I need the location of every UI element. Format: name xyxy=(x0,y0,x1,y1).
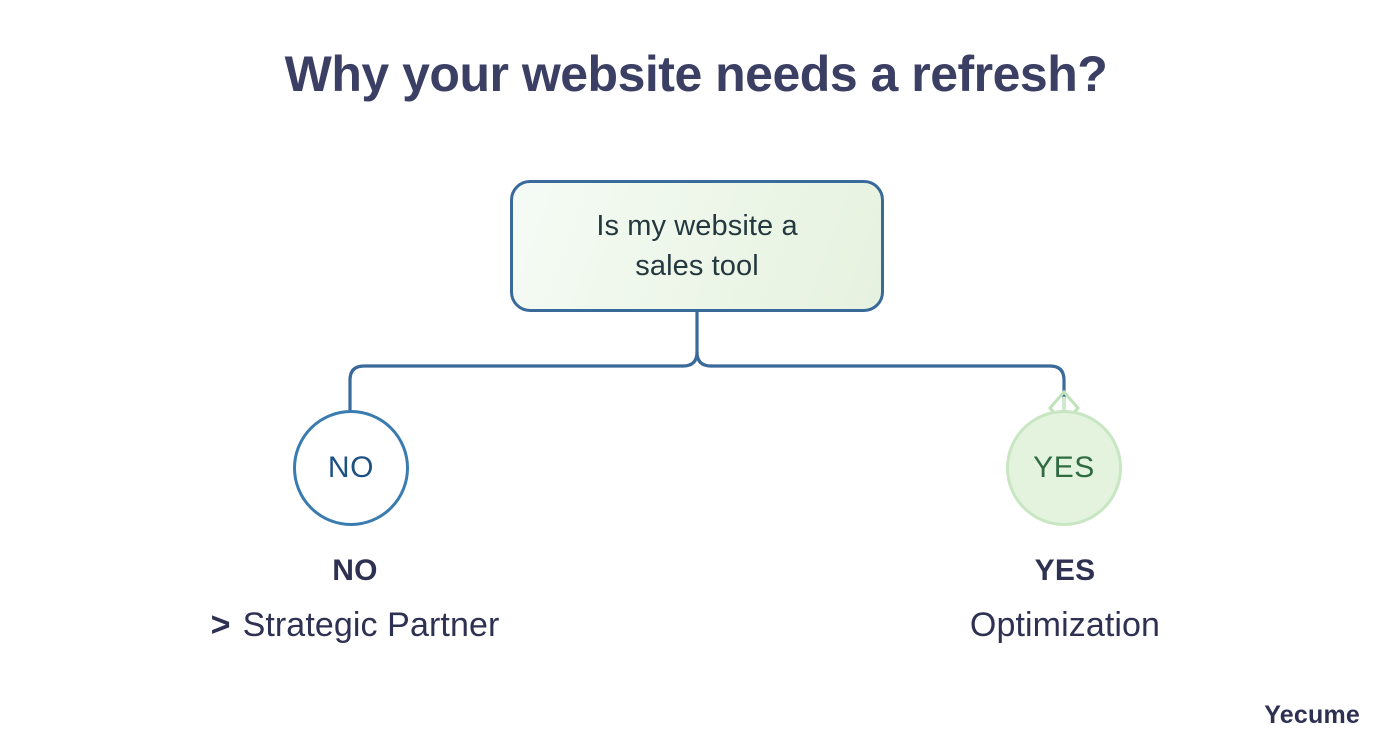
decision-node-label-line2: sales tool xyxy=(635,250,759,282)
branch-node-no[interactable]: NO xyxy=(293,410,409,526)
connector-to-yes xyxy=(709,364,1066,414)
connector-stem-left-curve xyxy=(681,350,699,368)
branch-caption-no-sub: > Strategic Partner xyxy=(140,605,570,646)
branch-caption-yes-sub-text: Optimization xyxy=(969,606,1161,644)
chevron-right-icon: > xyxy=(210,606,231,644)
branch-node-yes-label: YES xyxy=(1033,451,1095,484)
branch-caption-no-head: NO xyxy=(332,554,378,587)
decision-node-label: Is my website a sales tool xyxy=(578,206,815,286)
connector-stem-right-curve xyxy=(695,310,713,368)
branch-caption-yes-sub: Optimization xyxy=(850,605,1280,646)
branch-node-no-label: NO xyxy=(327,451,375,484)
decision-node-label-line1: Is my website a xyxy=(596,209,798,242)
connector-to-no xyxy=(348,364,685,412)
branch-caption-no-sub-text: Strategic Partner xyxy=(242,606,500,644)
page-title: Why your website needs a refresh? xyxy=(284,46,1108,102)
branch-caption-no: NO > Strategic Partner xyxy=(140,553,570,646)
branch-caption-yes: YES Optimization xyxy=(850,553,1280,646)
branch-caption-yes-head: YES xyxy=(1034,554,1096,587)
branch-node-yes[interactable]: YES xyxy=(1006,410,1122,526)
brand-watermark: Yecume xyxy=(1264,701,1360,729)
decision-node[interactable]: Is my website a sales tool xyxy=(510,180,884,312)
